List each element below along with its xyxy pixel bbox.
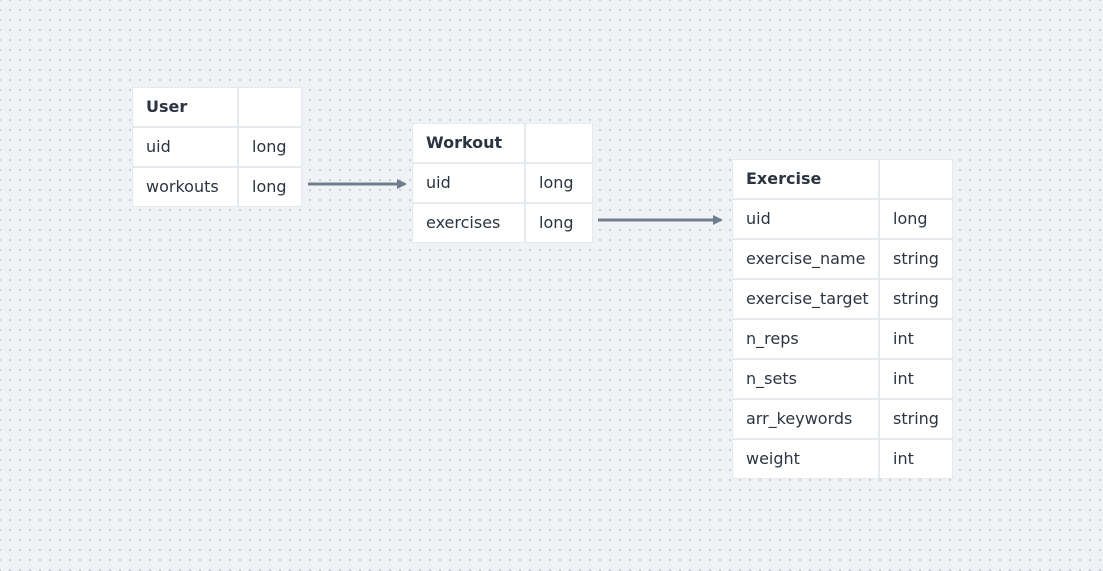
field-type: long	[526, 164, 592, 202]
field-name: uid	[733, 200, 878, 238]
field-type: long	[526, 204, 592, 242]
field-type: long	[239, 128, 301, 166]
field-type: string	[880, 400, 952, 438]
field-type: string	[880, 240, 952, 278]
table-header-empty	[239, 88, 301, 126]
table-header-empty	[880, 160, 952, 198]
field-name: exercise_target	[733, 280, 878, 318]
field-type: int	[880, 320, 952, 358]
field-name: n_sets	[733, 360, 878, 398]
table-workout[interactable]: Workout uid long exercises long	[413, 124, 592, 242]
table-header-name: Workout	[413, 124, 524, 162]
field-name: workouts	[133, 168, 237, 206]
table-exercise[interactable]: Exercise uid long exercise_name string e…	[733, 160, 952, 478]
table-header-empty	[526, 124, 592, 162]
field-name: exercises	[413, 204, 524, 242]
field-type: long	[239, 168, 301, 206]
field-name: exercise_name	[733, 240, 878, 278]
field-type: string	[880, 280, 952, 318]
field-name: uid	[133, 128, 237, 166]
table-header-name: User	[133, 88, 237, 126]
field-name: arr_keywords	[733, 400, 878, 438]
field-type: int	[880, 360, 952, 398]
field-name: weight	[733, 440, 878, 478]
field-name: n_reps	[733, 320, 878, 358]
table-header-name: Exercise	[733, 160, 878, 198]
table-user[interactable]: User uid long workouts long	[133, 88, 301, 206]
field-name: uid	[413, 164, 524, 202]
field-type: long	[880, 200, 952, 238]
field-type: int	[880, 440, 952, 478]
